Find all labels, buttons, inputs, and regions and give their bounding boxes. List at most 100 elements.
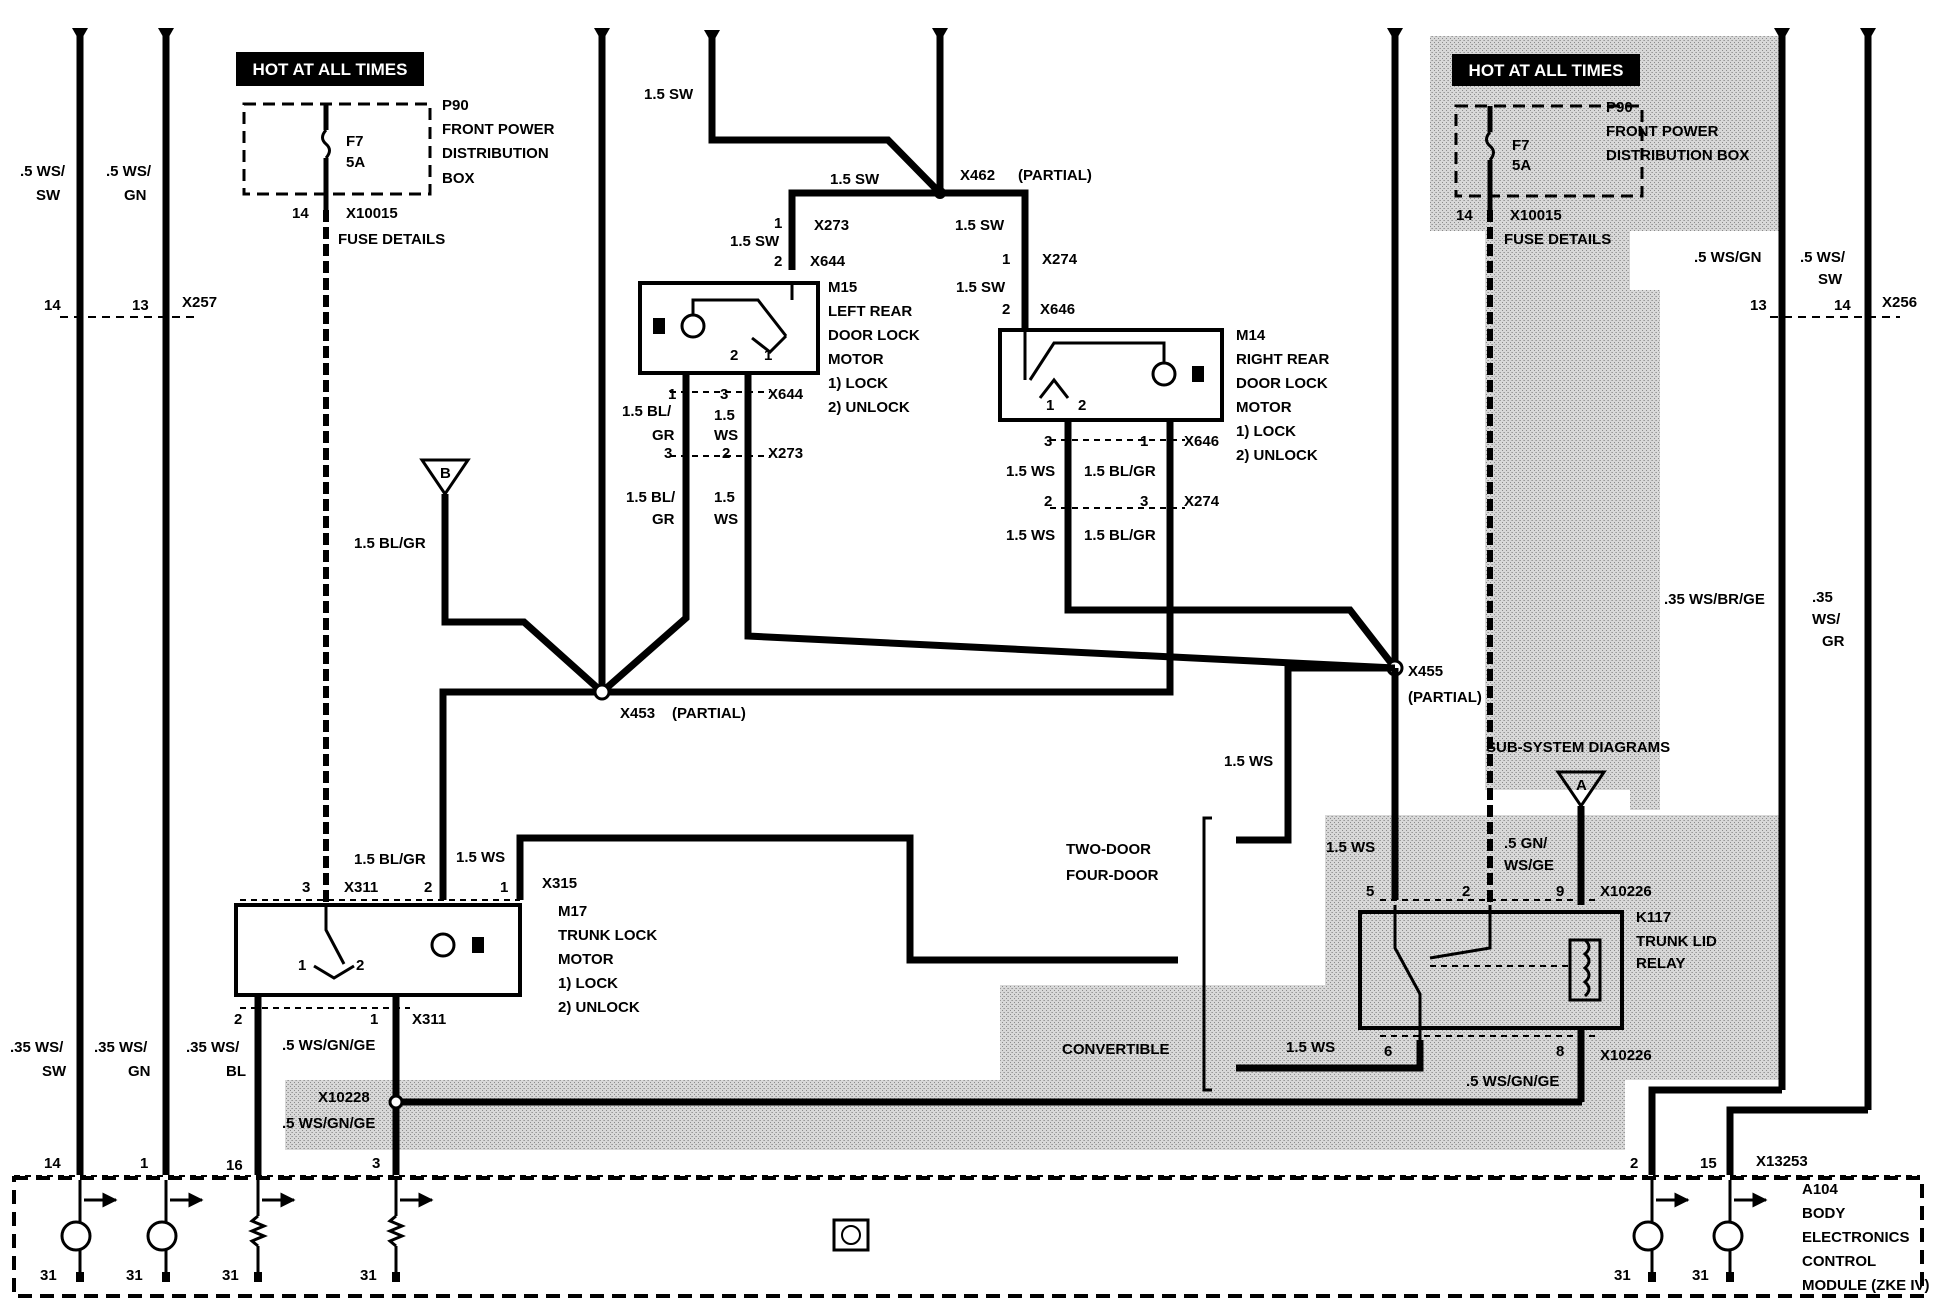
m14-option-unlock: 2) UNLOCK xyxy=(1236,447,1318,464)
wire-label: 1.5 SW xyxy=(956,279,1006,296)
connector-x10228: X10228 xyxy=(318,1089,370,1106)
m15-name-1: LEFT REAR xyxy=(828,303,912,320)
splice-x10228 xyxy=(388,1094,404,1110)
pin-label: 31 xyxy=(360,1267,377,1284)
splice-x453 xyxy=(593,683,611,701)
a104-name-2: ELECTRONICS xyxy=(1802,1229,1910,1246)
wire-label: GR xyxy=(1822,633,1845,650)
pin-label: 15 xyxy=(1700,1155,1717,1172)
wire-label: .5 WS/GN/GE xyxy=(282,1037,375,1054)
hot-at-all-times-banner xyxy=(1452,54,1640,86)
fuse-icon xyxy=(321,129,331,159)
sw-wires xyxy=(708,32,1029,330)
m15-id: M15 xyxy=(828,279,857,296)
variant-four-door: FOUR-DOOR xyxy=(1066,867,1159,884)
wire-label: 1.5 BL/GR xyxy=(1084,463,1156,480)
pin-label: 1 xyxy=(1046,397,1054,414)
m14-wires xyxy=(439,420,1398,900)
pin-label: 31 xyxy=(222,1267,239,1284)
connector-x10226: X10226 xyxy=(1600,883,1652,900)
wire-label: .5 GN/ xyxy=(1504,835,1548,852)
pin-label: 3 xyxy=(720,386,728,403)
wire-label: SW xyxy=(36,187,61,204)
connector-x10226: X10226 xyxy=(1600,1047,1652,1064)
wire-label: 1.5 SW xyxy=(955,217,1005,234)
wire-label: .35 WS/ xyxy=(186,1039,240,1056)
p90-connector: X10015 xyxy=(346,205,398,222)
variant-bracket xyxy=(1202,816,1212,1092)
wire-label: WS xyxy=(714,511,738,528)
a104-name-1: BODY xyxy=(1802,1205,1845,1222)
pin-label: 1 xyxy=(140,1155,148,1172)
pin-label: 13 xyxy=(1750,297,1767,314)
p90-box xyxy=(242,102,432,196)
wire-label: BL xyxy=(226,1063,246,1080)
splice-x462 xyxy=(934,187,946,199)
pin-label: 8 xyxy=(1556,1043,1564,1060)
motor-icon xyxy=(1151,361,1177,387)
pin-label: 2 xyxy=(774,253,782,270)
wire-label: 1.5 WS xyxy=(1006,463,1055,480)
wire-label: 1.5 WS xyxy=(456,849,505,866)
variant-convertible: CONVERTIBLE xyxy=(1062,1041,1170,1058)
pin-label: 2 xyxy=(234,1011,242,1028)
wire-label: 1.5 BL/GR xyxy=(1084,527,1156,544)
connector-x273: X273 xyxy=(814,217,849,234)
a104-name-3: CONTROL xyxy=(1802,1253,1876,1270)
fuse-amp: 5A xyxy=(346,154,365,171)
pin-label: 2 xyxy=(722,445,730,462)
connector-x455: X455 xyxy=(1408,663,1443,680)
m14-option-lock: 1) LOCK xyxy=(1236,423,1296,440)
m17-option-unlock: 2) UNLOCK xyxy=(558,999,640,1016)
transistor-icons xyxy=(60,1180,1768,1272)
connector-x462: X462 xyxy=(960,167,995,184)
k117-name-2: RELAY xyxy=(1636,955,1685,972)
m15-name-2: DOOR LOCK xyxy=(828,327,920,344)
connector-x644: X644 xyxy=(810,253,846,270)
p90-id: P90 xyxy=(442,97,469,114)
p90-box xyxy=(1454,104,1644,198)
wire-label: GN xyxy=(124,187,147,204)
m17-id: M17 xyxy=(558,903,587,920)
m17-wires xyxy=(254,995,1582,1175)
wire-label: .5 WS/ xyxy=(20,163,66,180)
pin-label: 1 xyxy=(370,1011,378,1028)
pin-label: 2 xyxy=(1044,493,1052,510)
m14-name-1: RIGHT REAR xyxy=(1236,351,1330,368)
fuse-id: F7 xyxy=(1512,137,1530,154)
wire-label: GR xyxy=(652,511,675,528)
module-symbol-icon xyxy=(832,1218,870,1252)
subsystem-label: SUB-SYSTEM DIAGRAMS xyxy=(1486,739,1670,756)
p90-name-2: DISTRIBUTION BOX xyxy=(1606,147,1749,164)
wire-label: .5 WS/GN/GE xyxy=(282,1115,375,1132)
wire-label: SW xyxy=(42,1063,67,1080)
reference-a-label: A xyxy=(1576,777,1587,794)
wire-label: .35 WS/ xyxy=(10,1039,64,1056)
m14-box xyxy=(998,328,1224,422)
pin-label: 2 xyxy=(424,879,432,896)
motor-icon xyxy=(430,932,456,958)
reference-b-label: B xyxy=(440,465,451,482)
m14-id: M14 xyxy=(1236,327,1266,344)
pin-label: 3 xyxy=(372,1155,380,1172)
ground-terminals xyxy=(76,1272,1734,1282)
a104-module-box xyxy=(12,1176,1924,1298)
connector-x311: X311 xyxy=(344,879,378,896)
partial-label: (PARTIAL) xyxy=(1408,689,1482,706)
pin-label: 2 xyxy=(356,957,364,974)
pin-label: 5 xyxy=(1366,883,1374,900)
pin-label: 1 xyxy=(500,879,508,896)
wire-label: 1.5 WS xyxy=(1224,753,1273,770)
wire-label: .5 WS/GN/GE xyxy=(1466,1073,1559,1090)
wire-label: 1.5 xyxy=(714,489,735,506)
connector-x257: X257 xyxy=(182,294,217,311)
wire-label: 1.5 SW xyxy=(830,171,880,188)
pin-label: 3 xyxy=(664,445,672,462)
p90-name-1: FRONT POWER xyxy=(442,121,555,138)
p90-pin: 14 xyxy=(1456,207,1473,224)
wire-label: .5 WS/ xyxy=(106,163,152,180)
pin-label: 14 xyxy=(44,1155,61,1172)
k117-name-1: TRUNK LID xyxy=(1636,933,1717,950)
m15-option-unlock: 2) UNLOCK xyxy=(828,399,910,416)
